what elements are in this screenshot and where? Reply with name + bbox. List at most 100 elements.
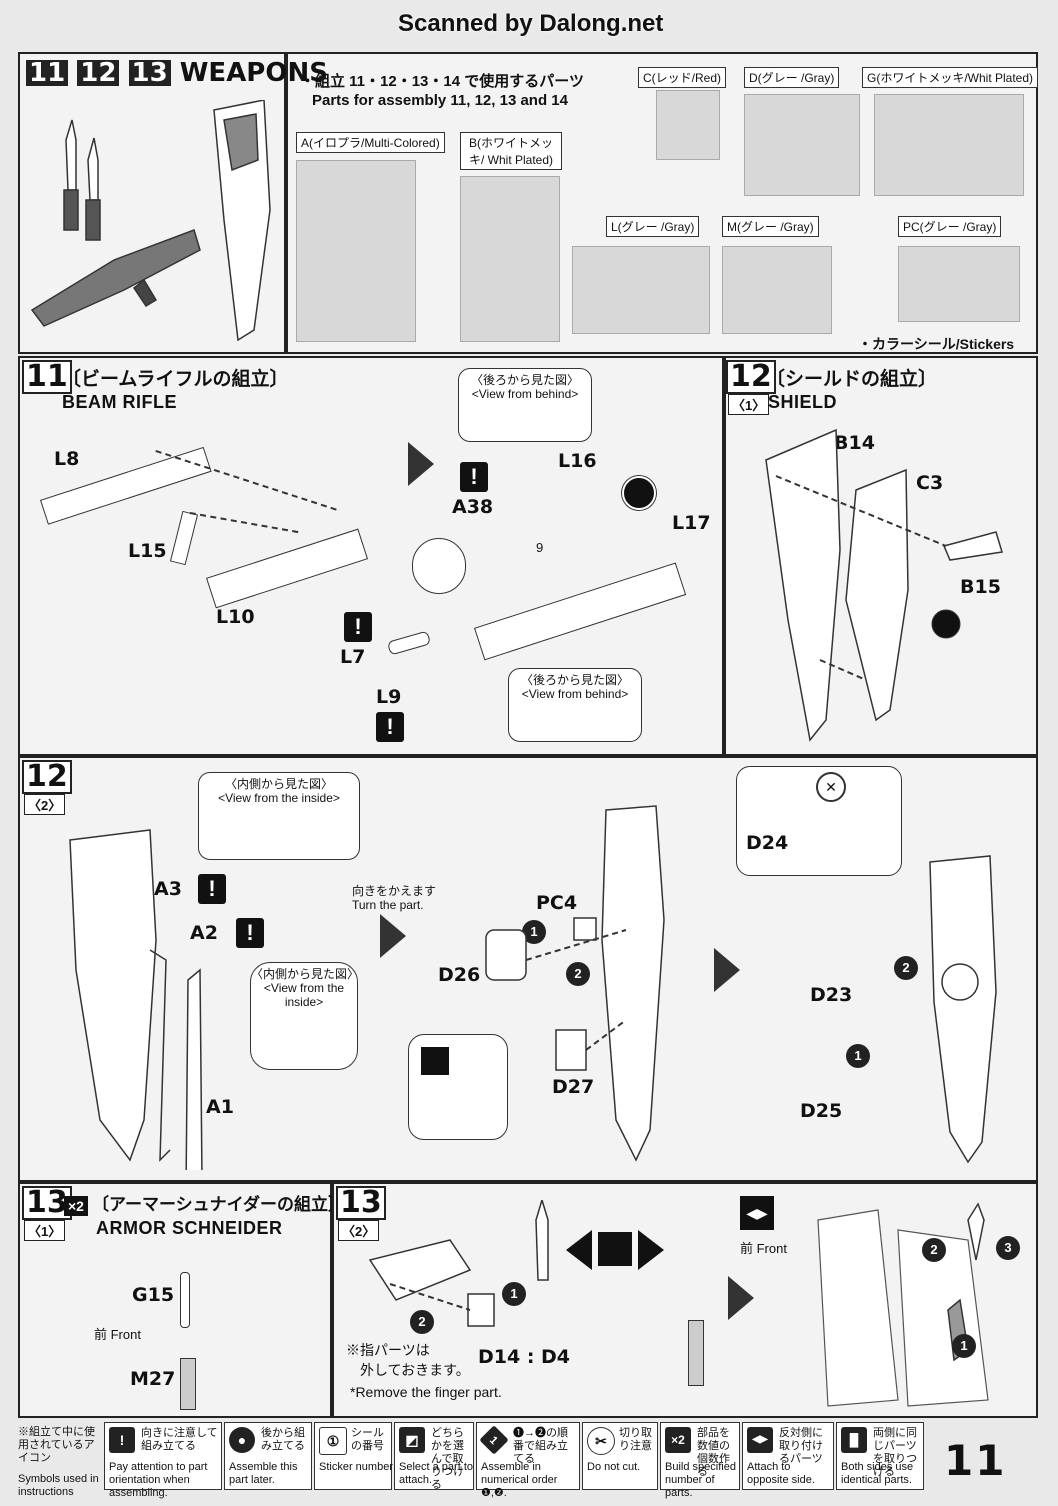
view-inside-en: <View from the inside> <box>263 981 345 1009</box>
part-label-d23: D23 <box>810 984 853 1006</box>
runner-pc <box>898 246 1020 322</box>
view-inside-jp: 〈内側から見た図〉 <box>251 967 360 981</box>
shield-drawing <box>213 100 271 342</box>
part-label-c3: C3 <box>916 472 944 494</box>
next-step-arrow <box>714 948 740 992</box>
finger-note-en: *Remove the finger part. <box>350 1384 502 1400</box>
part-label-a2: A2 <box>190 922 218 944</box>
view-behind-jp: 〈後ろから見た図〉 <box>470 373 579 387</box>
legend-intro: ※組立て中に使用されているアイコン Symbols used in instru… <box>18 1426 104 1499</box>
step-order-1: 1 <box>952 1334 976 1358</box>
finger-note-jp: ※指パーツは 外しておきます。 <box>346 1342 470 1378</box>
legend-item-both-sides: ▐▌ 両側に同じパーツを取りつける Both sides use identic… <box>836 1422 924 1490</box>
step13-1-number: 13 <box>22 1186 74 1220</box>
runner-g <box>874 94 1024 196</box>
legend-item-multiply: ×2 部品を数値の個数作る Build specified number of … <box>660 1422 740 1499</box>
step11-number: 11 <box>22 360 74 394</box>
runner-label-d: D(グレー /Gray) <box>744 67 840 88</box>
shield-back-b14 <box>765 428 841 742</box>
step12-1-number: 12 <box>726 360 778 394</box>
order-icon: 1 <box>479 1425 509 1455</box>
shield-front-c3 <box>845 468 909 722</box>
shield-inner-drawing <box>69 829 203 1170</box>
part-label-a38: A38 <box>452 496 494 518</box>
runner-l <box>572 246 710 334</box>
next-step-arrow <box>408 442 434 486</box>
view-inside-jp: 〈内側から見た図〉 <box>224 777 333 791</box>
step13-1-sub: 〈1〉 <box>24 1220 66 1241</box>
legend-intro-jp: ※組立て中に使用されているアイコン <box>18 1426 95 1464</box>
next-step-arrow <box>380 914 406 958</box>
attach-opposite-icon: ◀▶ <box>747 1427 773 1453</box>
select-part-detail <box>408 1034 508 1140</box>
step11-title-jp: 〔ビームライフルの組立〕 <box>62 369 289 390</box>
step12-2-number: 12 <box>22 760 74 794</box>
front-indicator: 前 Front <box>740 1241 787 1256</box>
legend-item-order: 1 ❶→❷の順番で組み立てる Assemble in numerical ord… <box>476 1422 580 1499</box>
sticker-icon: ① <box>319 1427 347 1455</box>
legend-item-opposite: ◀▶ 反対側に取り付けるパーツ Attach to opposite side. <box>742 1422 834 1490</box>
step-order-1: 1 <box>846 1044 870 1068</box>
shield-tip-b15 <box>942 531 1003 561</box>
mounting-drawing <box>817 1202 989 1407</box>
do-not-cut-icon: ✂ <box>587 1427 615 1455</box>
part-label-l17: L17 <box>672 512 711 534</box>
runner-label-c: C(レッド/Red) <box>638 67 727 88</box>
weapons-illustration <box>30 100 271 342</box>
part-label-m27: M27 <box>130 1368 176 1390</box>
part-label-l7: L7 <box>340 646 366 668</box>
view-behind-bubble-2: 〈後ろから見た図〉 <View from behind> <box>508 668 642 742</box>
next-step-arrow <box>728 1276 754 1320</box>
rifle-drawing <box>30 229 201 327</box>
stickers-label: ・カラーシール/Stickers <box>858 336 1015 352</box>
part-label-l8: L8 <box>54 448 80 470</box>
step13-1-title-en: ARMOR SCHNEIDER <box>96 1218 283 1238</box>
knife-handle-m27 <box>180 1358 196 1410</box>
legend-intro-en: Symbols used in instructions <box>18 1473 99 1498</box>
scan-credit: Scanned by Dalong.net <box>398 10 664 37</box>
multiply-icon: ×2 <box>665 1427 691 1453</box>
step13-1-panel <box>18 1182 332 1418</box>
step-order-1: 1 <box>502 1282 526 1306</box>
turn-label-en: Turn the part. <box>352 898 424 912</box>
detail-bubble <box>412 538 466 594</box>
step13-2-sub: 〈2〉 <box>338 1220 380 1241</box>
step-order-2: 2 <box>894 956 918 980</box>
runner-label-g: G(ホワイトメッキ/Whit Plated) <box>862 67 1039 88</box>
attention-icon: ! <box>198 874 226 904</box>
view-inside-en: <View from the inside> <box>218 791 340 805</box>
legend-item-sticker: ① シールの番号 Sticker number <box>314 1422 393 1490</box>
assemble-later-icon: ● <box>229 1427 255 1453</box>
step12-2-sub: 〈2〉 <box>24 794 66 815</box>
knife-blade-g15 <box>180 1272 190 1328</box>
sticker-number: 9 <box>536 540 544 555</box>
runner-label-b: B(ホワイトメッキ/ Whit Plated) <box>460 132 562 170</box>
knife-drawing-2 <box>85 137 101 241</box>
assemble-later-icon <box>931 609 961 639</box>
front-indicator: 前 Front <box>94 1327 141 1342</box>
runner-a <box>296 160 416 342</box>
runner-m <box>722 246 832 334</box>
part-label-d24: D24 <box>746 832 789 854</box>
view-behind-en: <View from behind> <box>521 687 629 701</box>
legend-item-attention: ! 向きに注意して組み立てる Pay attention to part ori… <box>104 1422 222 1499</box>
attention-icon: ! <box>376 712 404 742</box>
assemble-later-icon <box>622 476 656 510</box>
step11-title-en: BEAM RIFLE <box>62 392 177 412</box>
part-label-b15: B15 <box>960 576 1001 598</box>
legend-item-select: ◩ どちらかを選んで取りつける Select a part to attach. <box>394 1422 474 1491</box>
page-number: 11 <box>944 1436 1007 1485</box>
select-part-icon <box>421 1047 449 1075</box>
multiply-badge: ×2 <box>64 1196 88 1216</box>
weapons-title: WEAPONS <box>179 58 328 88</box>
step12-1-title-en: SHIELD <box>768 392 838 412</box>
step-order-3: 3 <box>996 1236 1020 1260</box>
both-sides-icon: ▐▌ <box>841 1427 867 1453</box>
step-num: 11 <box>26 60 69 86</box>
step-order-2: 2 <box>566 962 590 986</box>
part-label-g15: G15 <box>132 1284 175 1306</box>
runner-b <box>460 176 560 342</box>
legend-item-no-cut: ✂ 切り取り注意 Do not cut. <box>582 1422 658 1490</box>
step-num: 12 <box>77 60 120 86</box>
parts-list-en: Parts for assembly 11, 12, 13 and 14 <box>312 92 568 109</box>
